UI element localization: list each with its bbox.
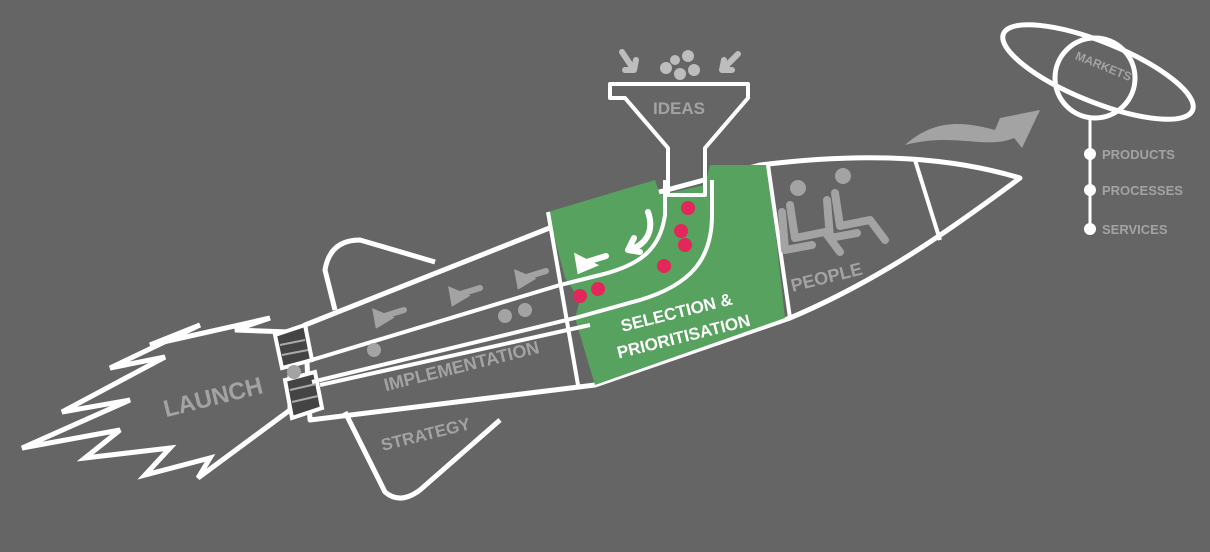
launch-label: LAUNCH (161, 372, 266, 423)
flame-icon (20, 315, 293, 481)
output-services: SERVICES (1102, 222, 1168, 237)
idea-dots (573, 201, 695, 303)
rocket-body (302, 155, 1023, 423)
planet-icon (1000, 22, 1196, 230)
pipe-lower (311, 180, 714, 384)
ideas-label: IDEAS (653, 99, 705, 118)
pipe-upper (304, 180, 667, 364)
strategy-label: STRATEGY (379, 414, 473, 455)
top-fin (322, 237, 436, 311)
output-processes: PROCESSES (1102, 183, 1183, 198)
outputs-list: PRODUCTS PROCESSES SERVICES (1084, 147, 1183, 237)
funnel-icon (608, 49, 750, 197)
implementation-dots (287, 303, 532, 379)
seat-icon (778, 168, 889, 256)
swoosh-arrow-icon (905, 110, 1040, 148)
curved-arrow-icon (625, 209, 654, 255)
selection-panel (548, 165, 785, 385)
bottom-fin (342, 410, 502, 501)
output-products: PRODUCTS (1102, 147, 1175, 162)
arrow-left-icon (372, 252, 609, 329)
